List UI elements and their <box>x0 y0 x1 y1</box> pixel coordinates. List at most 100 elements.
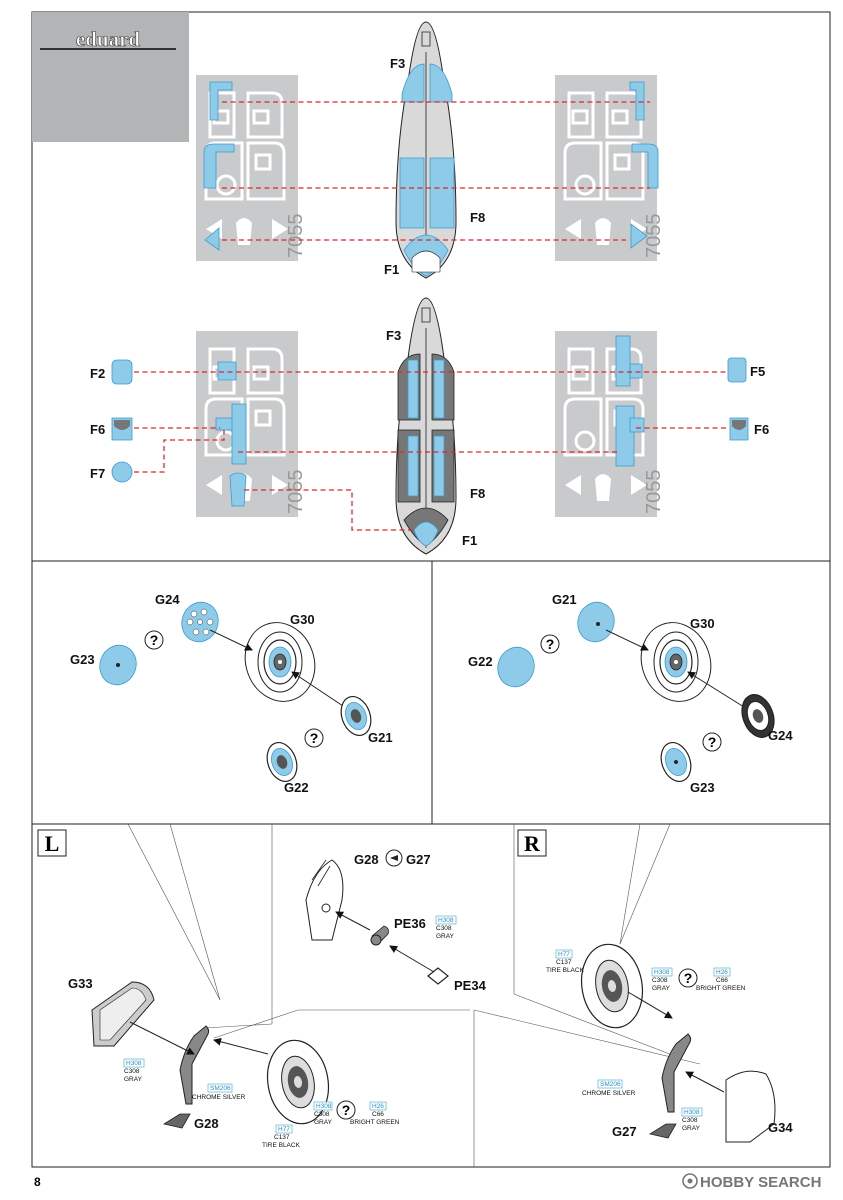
fret-code: 7055 <box>285 470 307 515</box>
alignment-line <box>244 489 414 531</box>
side-badge-text: R <box>524 831 541 856</box>
gear-middle-step: H308 C308 GRAY G28 G27 PE36 PE34 <box>305 849 487 993</box>
question-mark: ? <box>708 734 717 750</box>
part-label: F6 <box>90 422 105 437</box>
part-label: G24 <box>768 728 793 743</box>
hub-g24 <box>741 694 775 738</box>
color-name: GRAY <box>314 1119 333 1126</box>
gear-leg-detail <box>305 859 344 941</box>
color-code: H308 <box>438 917 454 924</box>
gear-leg-g27 <box>661 1033 692 1113</box>
mask-part-f2 <box>111 359 133 385</box>
hub-g22 <box>266 742 298 782</box>
fret-code: 7055 <box>285 214 307 259</box>
mask-part-f7 <box>111 461 133 483</box>
color-code: H308 <box>126 1060 142 1067</box>
color-code: C137 <box>556 959 572 966</box>
part-label: G23 <box>70 652 95 667</box>
part-label: G22 <box>468 654 493 669</box>
part-label: G27 <box>406 852 431 867</box>
color-name: GRAY <box>436 933 455 940</box>
question-mark: ? <box>342 1102 351 1118</box>
part-label: G28 <box>354 852 379 867</box>
part-label: F1 <box>384 262 399 277</box>
question-mark: ? <box>684 970 693 986</box>
mask-fret-left <box>194 329 300 519</box>
tire-g30 <box>653 631 699 693</box>
part-pe34 <box>427 967 449 985</box>
side-badge-right <box>517 829 547 857</box>
part-label: F3 <box>386 328 401 343</box>
color-code: C308 <box>652 977 668 984</box>
gear-leg-g28 <box>179 1025 210 1105</box>
color-code: C308 <box>436 925 452 932</box>
part-label: F6 <box>754 422 769 437</box>
part-label: PE36 <box>394 916 426 931</box>
color-code: H77 <box>558 951 570 958</box>
fret-code: 7055 <box>643 470 665 515</box>
wheel-left <box>266 1039 330 1125</box>
color-code: H26 <box>372 1103 384 1110</box>
door-g34 <box>725 1070 776 1143</box>
part-label: G21 <box>552 592 577 607</box>
color-name: GRAY <box>682 1125 701 1132</box>
color-code: H26 <box>716 969 728 976</box>
part-label: F8 <box>470 486 485 501</box>
color-name: BRIGHT GREEN <box>350 1119 400 1126</box>
color-code: H308 <box>654 969 670 976</box>
part-label: G30 <box>290 612 315 627</box>
part-label: G27 <box>612 1124 637 1139</box>
gear-right-step: R H77 C137 TIRE BLACK H308 C308 GRAY ? <box>473 823 793 1167</box>
color-code: C66 <box>372 1111 384 1118</box>
color-name: TIRE BLACK <box>262 1142 301 1149</box>
fret-code: 7055 <box>643 214 665 259</box>
color-code: C308 <box>314 1111 330 1118</box>
color-name: CHROME SILVER <box>582 1090 636 1097</box>
wheels-left-step: ? ? G24 G30 G23 G21 G22 <box>70 592 393 795</box>
hub-g21 <box>340 696 372 736</box>
color-code: C137 <box>274 1134 290 1141</box>
page-number: 8 <box>34 1175 41 1189</box>
side-badge-left <box>37 829 67 857</box>
gear-left-step: L H308 C308 GRAY SM206 CHROME SILVER H <box>37 823 470 1149</box>
color-name: CHROME SILVER <box>192 1094 246 1101</box>
logo-text: eduard <box>76 27 141 51</box>
part-label: G30 <box>690 616 715 631</box>
eduard-logo: eduard <box>32 12 189 142</box>
wheel-right <box>580 943 644 1029</box>
watermark-text: HOBBY SEARCH <box>700 1174 821 1191</box>
color-code: C308 <box>682 1117 698 1124</box>
color-name: BRIGHT GREEN <box>696 985 746 992</box>
color-code: SM206 <box>210 1085 231 1092</box>
page-frame <box>31 11 831 1168</box>
color-code: H308 <box>684 1109 700 1116</box>
hub-g23 <box>660 742 692 782</box>
part-label: F8 <box>470 210 485 225</box>
part-label: G23 <box>690 780 715 795</box>
wheels-right-step: ? ? G21 G30 G22 G24 G23 <box>468 592 793 795</box>
color-code: C308 <box>124 1068 140 1075</box>
part-label: PE34 <box>454 978 487 993</box>
side-badge-text: L <box>45 831 60 856</box>
part-label: G28 <box>194 1116 219 1131</box>
part-label: G34 <box>768 1120 793 1135</box>
question-mark: ? <box>310 730 319 746</box>
part-label: G21 <box>368 730 393 745</box>
part-label: G22 <box>284 780 309 795</box>
part-label: F3 <box>390 56 405 71</box>
color-name: TIRE BLACK <box>546 967 585 974</box>
question-mark: ? <box>150 632 159 648</box>
color-code: H308 <box>316 1103 332 1110</box>
color-name: GRAY <box>124 1076 143 1083</box>
color-code: C66 <box>716 977 728 984</box>
canopy-bottom-step: 7055 7055 F3 F <box>90 297 769 555</box>
mask-part-f5 <box>727 357 747 383</box>
question-mark: ? <box>546 636 555 652</box>
part-label: G33 <box>68 976 93 991</box>
part-label: G24 <box>155 592 180 607</box>
tire-g30 <box>257 631 303 693</box>
color-name: GRAY <box>652 985 671 992</box>
part-label: F7 <box>90 466 105 481</box>
part-label: F5 <box>750 364 765 379</box>
